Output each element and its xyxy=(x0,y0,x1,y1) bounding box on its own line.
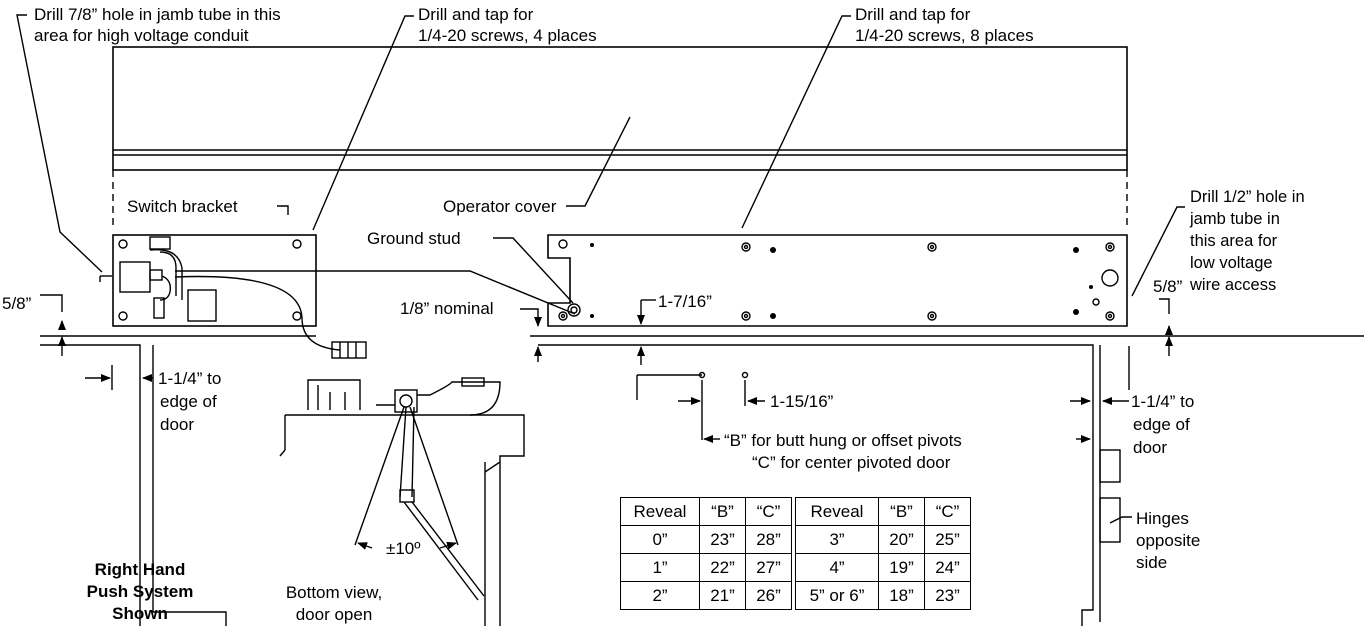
dimension-lines xyxy=(40,294,1173,550)
table-cell: 3” xyxy=(795,525,879,554)
operator-cover xyxy=(112,46,1128,228)
dim-1-15-16: 1-15/16” xyxy=(770,392,834,411)
caption-hand-line2: Push System xyxy=(86,582,194,601)
label-nominal: 1/8” nominal xyxy=(400,299,494,318)
caption-view-line1: Bottom view, xyxy=(285,583,383,602)
table-cell: 5” or 6” xyxy=(795,581,879,610)
note-tap-8-line2: 1/4-20 screws, 8 places xyxy=(855,26,1034,45)
dim-right-1-1-4-line3: door xyxy=(1133,438,1168,457)
dim-left-1-1-4-line1: 1-1/4” to xyxy=(158,369,222,388)
caption-hand-line1: Right Hand xyxy=(94,560,186,579)
dim-right-1-1-4-line1: 1-1/4” to xyxy=(1131,392,1195,411)
reveal-table: Reveal “B” “C” Reveal “B” “C” 0” 23” 28”… xyxy=(620,497,971,610)
dim-left-1-1-4-line2: edge of xyxy=(160,392,217,411)
table-row: 1” 22” 27” 4” 19” 24” xyxy=(620,553,971,582)
header-reveal: Reveal xyxy=(795,497,879,526)
table-cell: 27” xyxy=(745,553,792,582)
caption-view-line2: door open xyxy=(295,605,373,624)
note-tap-8-line1: Drill and tap for xyxy=(855,5,971,24)
dim-angle: ±10º xyxy=(386,539,421,558)
table-cell: 18” xyxy=(878,581,925,610)
note-drill-1-2-line2: jamb tube in xyxy=(1190,210,1280,228)
hinges xyxy=(1099,449,1121,543)
note-drill-1-2-line4: low voltage xyxy=(1190,254,1273,272)
label-operator-cover: Operator cover xyxy=(443,197,557,216)
note-drill-7-8-line2: area for high voltage conduit xyxy=(34,26,249,45)
dim-left-1-1-4-line3: door xyxy=(160,415,195,434)
note-drill-1-2-line5: wire access xyxy=(1190,276,1277,294)
leader-lines xyxy=(16,14,1185,524)
door-jamb xyxy=(40,335,1364,626)
header-c: “C” xyxy=(745,497,792,526)
table-cell: 0” xyxy=(620,525,700,554)
table-cell: 19” xyxy=(878,553,925,582)
table-cell: 2” xyxy=(620,581,700,610)
table-cell: 28” xyxy=(745,525,792,554)
table-cell: 4” xyxy=(795,553,879,582)
header-c: “C” xyxy=(924,497,971,526)
header-b: “B” xyxy=(878,497,925,526)
table-header-row: Reveal “B” “C” Reveal “B” “C” xyxy=(620,497,971,526)
label-switch-bracket: Switch bracket xyxy=(127,197,238,216)
dim-1-7-16: 1-7/16” xyxy=(658,292,712,311)
dim-right-5-8: 5/8” xyxy=(1153,277,1183,296)
note-drill-1-2-line3: this area for xyxy=(1190,232,1278,250)
dim-right-1-1-4-line2: edge of xyxy=(1133,415,1190,434)
header-b: “B” xyxy=(699,497,746,526)
note-drill-1-2-line1: Drill 1/2” hole in xyxy=(1190,188,1305,206)
table-cell: 24” xyxy=(924,553,971,582)
header-reveal: Reveal xyxy=(620,497,700,526)
label-ground-stud: Ground stud xyxy=(367,229,461,248)
dim-b-butt-hung: “B” for butt hung or offset pivots xyxy=(724,431,962,450)
label-hinges-line1: Hinges xyxy=(1136,509,1189,528)
table-cell: 22” xyxy=(699,553,746,582)
label-hinges-line3: side xyxy=(1136,553,1168,572)
table-cell: 1” xyxy=(620,553,700,582)
dim-left-5-8: 5/8” xyxy=(2,294,32,313)
table-cell: 26” xyxy=(745,581,792,610)
caption-hand-line3: Shown xyxy=(112,604,168,623)
switch-bracket xyxy=(99,234,576,359)
dim-c-center-pivot: “C” for center pivoted door xyxy=(752,453,951,472)
table-cell: 20” xyxy=(878,525,925,554)
table-cell: 23” xyxy=(699,525,746,554)
note-tap-4-line2: 1/4-20 screws, 4 places xyxy=(418,26,597,45)
table-row: 2” 21” 26” 5” or 6” 18” 23” xyxy=(620,581,971,610)
note-tap-4-line1: Drill and tap for xyxy=(418,5,534,24)
operator-body xyxy=(547,234,1128,327)
label-hinges-line2: opposite xyxy=(1136,531,1201,550)
note-drill-7-8-line1: Drill 7/8” hole in jamb tube in this xyxy=(34,5,281,24)
table-row: 0” 23” 28” 3” 20” 25” xyxy=(620,525,971,554)
bottom-view-drawing xyxy=(279,377,525,626)
table-cell: 21” xyxy=(699,581,746,610)
table-cell: 25” xyxy=(924,525,971,554)
table-cell: 23” xyxy=(924,581,971,610)
